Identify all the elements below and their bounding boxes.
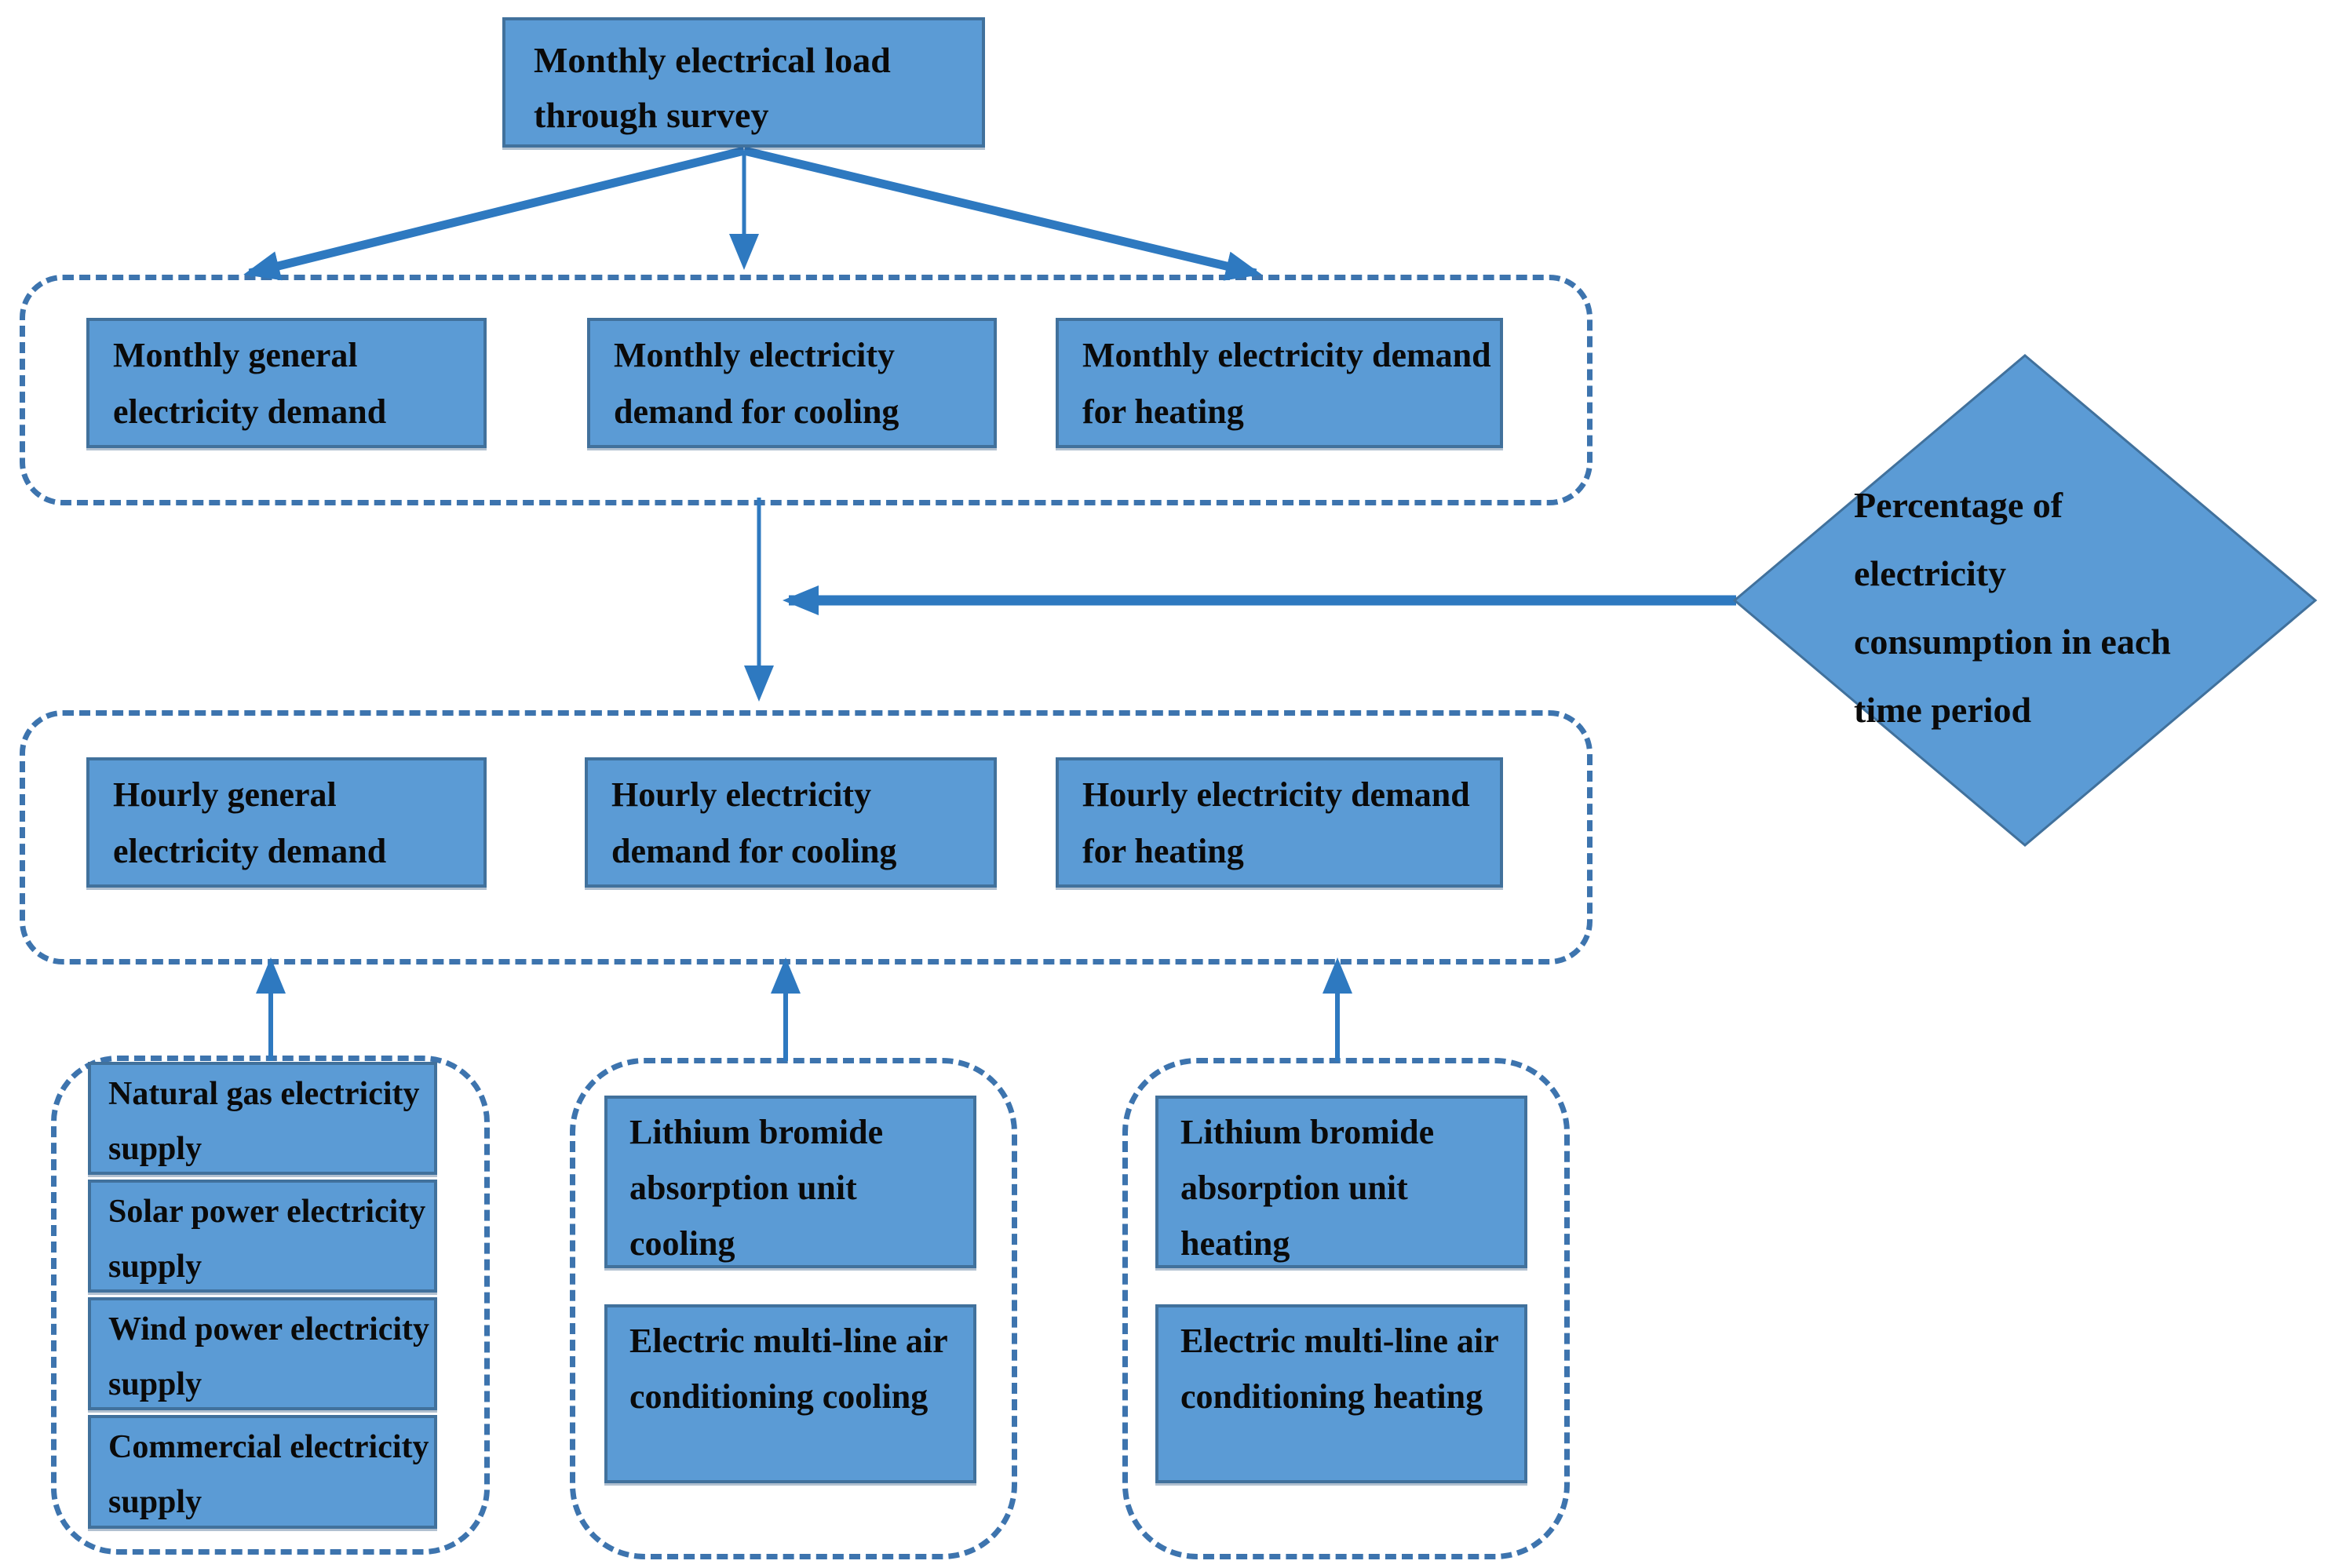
arrow-root-to-monthly-heating	[742, 146, 1262, 281]
decision-percentage-consumption: Percentage of electricity consumption in…	[1854, 471, 2171, 744]
node-solar-power-supply: Solar power electricity supply	[88, 1180, 437, 1293]
group-hourly-demand	[20, 710, 1593, 965]
decision-line-4: time period	[1854, 690, 2032, 730]
node-hourly-cooling-demand: Hourly electricity demand for cooling	[585, 757, 997, 888]
node-hourly-heating-demand: Hourly electricity demand for heating	[1056, 757, 1503, 888]
node-electric-multiline-heating: Electric multi-line air conditioning hea…	[1155, 1304, 1527, 1483]
node-commercial-supply: Commercial electricity supply	[88, 1415, 437, 1529]
decision-line-1: Percentage of	[1854, 485, 2063, 525]
node-electric-multiline-cooling: Electric multi-line air conditioning coo…	[604, 1304, 976, 1483]
node-lithium-bromide-heating: Lithium bromide absorption unit heating	[1155, 1096, 1527, 1268]
decision-line-2: electricity	[1854, 553, 2007, 593]
group-monthly-demand	[20, 275, 1593, 505]
node-wind-power-supply: Wind power electricity supply	[88, 1297, 437, 1410]
node-monthly-general-demand: Monthly general electricity demand	[86, 318, 487, 448]
node-lithium-bromide-cooling: Lithium bromide absorption unit cooling	[604, 1096, 976, 1268]
node-natural-gas-supply: Natural gas electricity supply	[88, 1062, 437, 1175]
decision-line-3: consumption in each	[1854, 622, 2171, 662]
arrow-root-to-monthly-general	[243, 146, 746, 281]
node-monthly-heating-demand: Monthly electricity demand for heating	[1056, 318, 1503, 448]
group-cooling-units	[570, 1058, 1017, 1559]
node-monthly-electrical-load: Monthly electrical load through survey	[502, 17, 985, 148]
group-heating-units	[1122, 1058, 1570, 1559]
node-monthly-cooling-demand: Monthly electricity demand for cooling	[587, 318, 997, 448]
node-hourly-general-demand: Hourly general electricity demand	[86, 757, 487, 888]
